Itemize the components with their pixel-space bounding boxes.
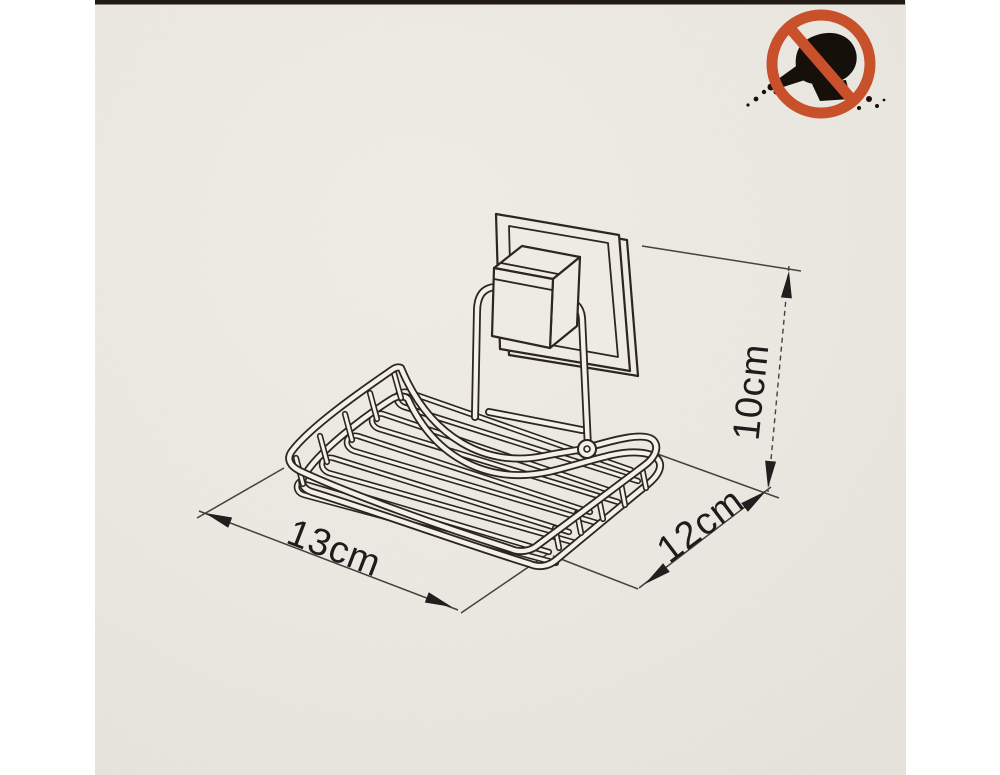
- ext-line-width-left: [196, 467, 285, 519]
- dim-line-width: [198, 510, 459, 611]
- dim-line-height: [767, 265, 790, 493]
- dimension-lines: [196, 245, 802, 614]
- prohibition-ring: [766, 9, 876, 119]
- dim-arrowheads: [205, 271, 792, 607]
- arm-joint-pin: [583, 445, 591, 453]
- no-drill-icon: [746, 9, 886, 119]
- ext-line-depth-top: [651, 451, 780, 499]
- paper-texture: [95, 0, 906, 775]
- photo-top-edge: [95, 0, 905, 5]
- suction-knob: [490, 244, 582, 350]
- arm-joint: [577, 439, 597, 459]
- ext-line-height-top: [641, 245, 802, 272]
- mounting-arm: [475, 287, 597, 459]
- knob-step-front: [493, 278, 553, 291]
- ext-line-depth-bottom: [552, 555, 639, 590]
- prohibition-slash: [784, 23, 858, 105]
- knob-step-top: [500, 262, 559, 275]
